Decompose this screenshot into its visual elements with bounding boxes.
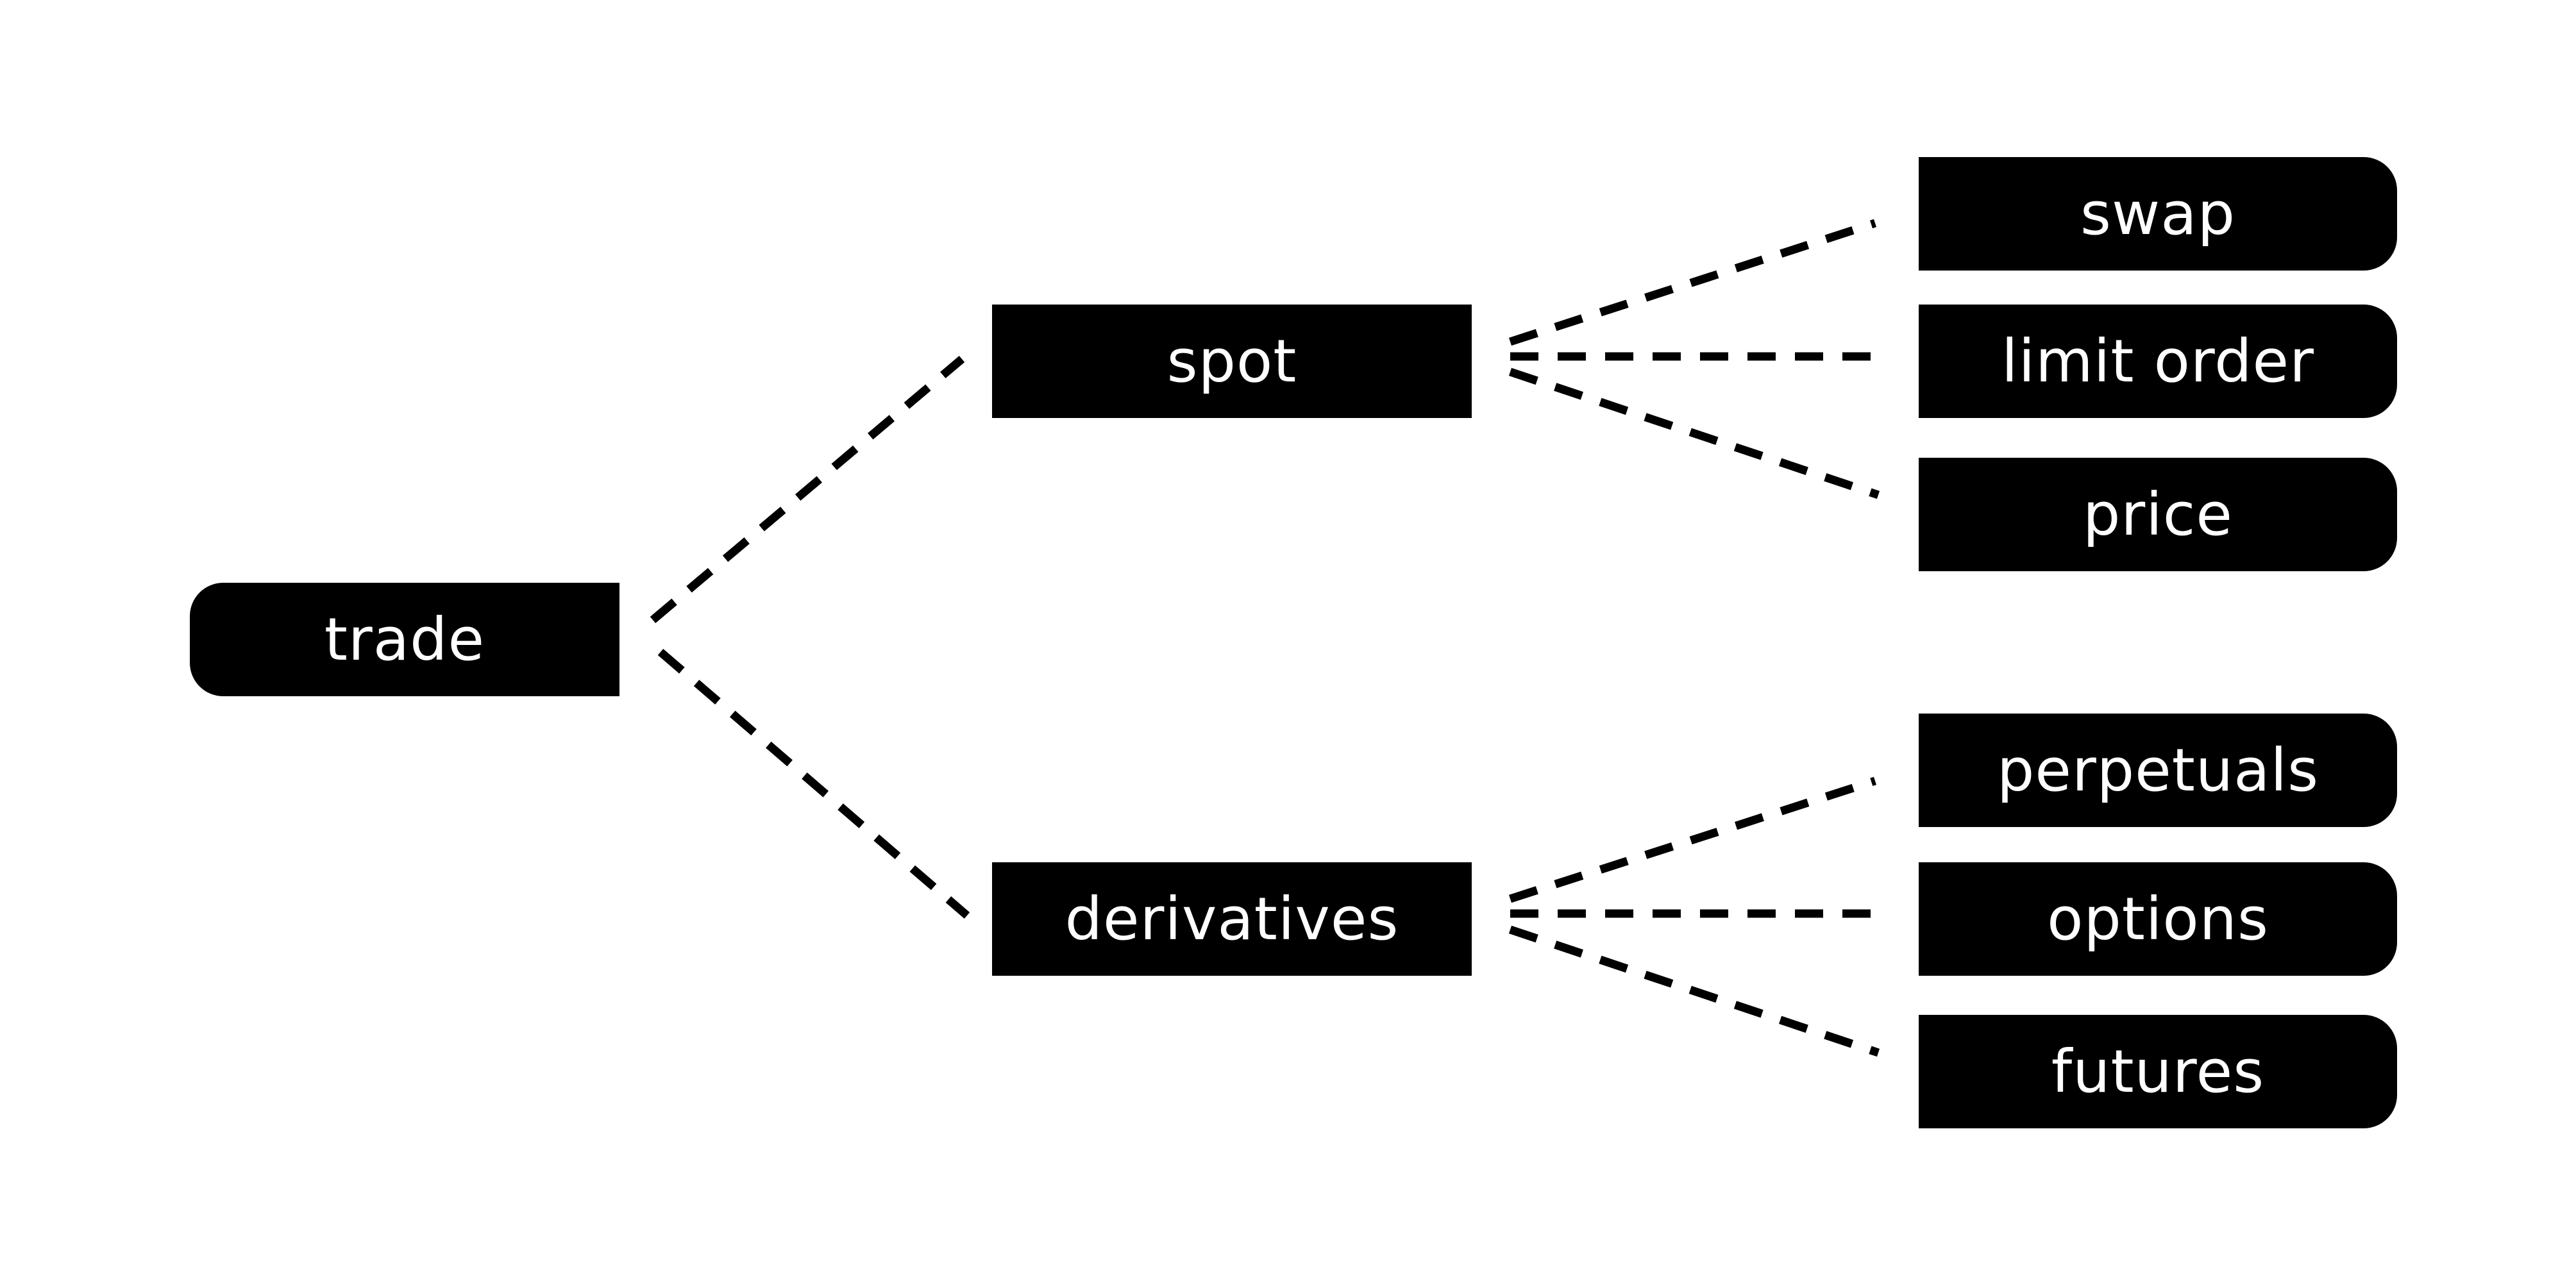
node-price: price [1919,458,2397,571]
edge-trade-derivatives [657,649,970,919]
edge-derivatives-perpetuals [1509,776,1876,903]
node-swap: swap [1919,157,2397,271]
node-label: spot [1166,327,1297,396]
node-limit-order: limit order [1919,305,2397,418]
node-label: options [2047,885,2269,953]
node-label: limit order [2001,327,2314,396]
node-label: futures [2051,1037,2265,1106]
node-spot: spot [992,305,1472,418]
edge-spot-swap [1508,219,1877,346]
node-label: perpetuals [1996,736,2319,805]
node-perpetuals: perpetuals [1919,714,2397,827]
node-label: derivatives [1065,885,1399,953]
edge-derivatives-futures [1508,925,1880,1057]
node-label: swap [2080,180,2235,248]
edge-spot-price [1508,367,1880,499]
node-futures: futures [1919,1015,2397,1128]
node-derivatives: derivatives [992,862,1472,976]
node-trade: trade [190,583,619,696]
node-label: trade [324,605,485,674]
edge-trade-spot [650,356,965,623]
node-label: price [2083,480,2233,549]
node-options: options [1919,862,2397,976]
